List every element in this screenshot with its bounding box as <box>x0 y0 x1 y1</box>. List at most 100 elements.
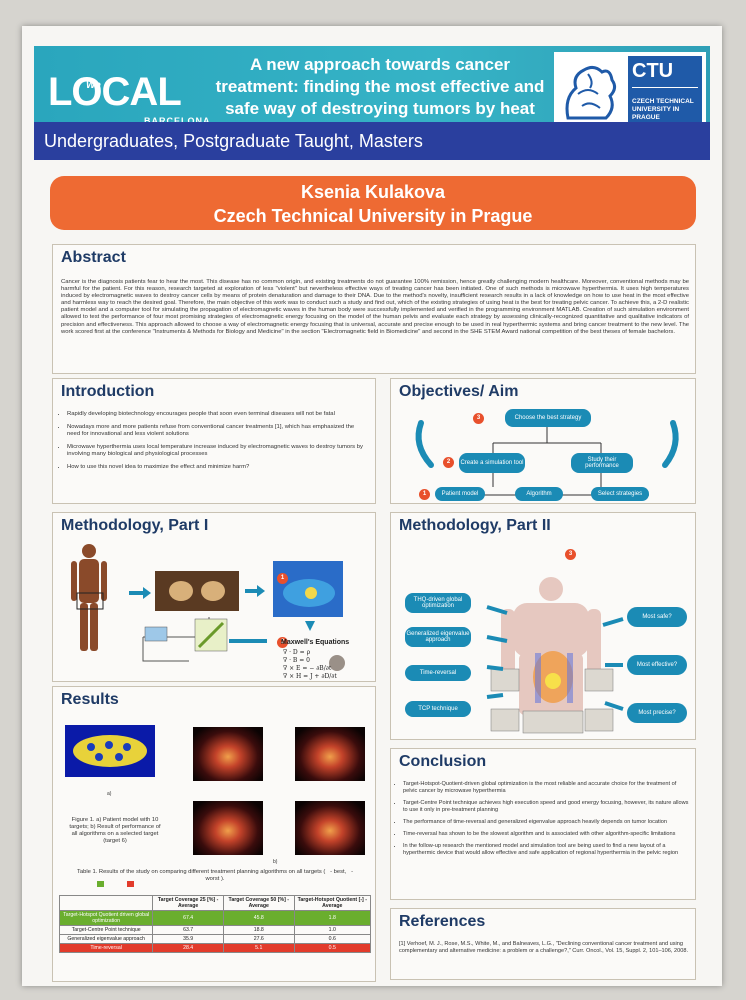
table-cell: 0.6 <box>293 934 372 944</box>
maxwell-equations-title: Maxwell's Equations <box>281 639 350 646</box>
methodology-part2-heading: Methodology, Part II <box>399 517 551 534</box>
conclusion-panel: Conclusion Target-Hotspot-Quotient-drive… <box>390 748 696 900</box>
list-item: Nowadays more and more patients refuse f… <box>67 424 367 439</box>
list-item: Target-Hotspot-Quotient-driven global op… <box>403 781 689 795</box>
patient-model-image <box>65 725 155 777</box>
table-row: Generalized eigenvalue approach 35.9 27.… <box>58 934 372 944</box>
list-item: Rapidly developing biotechnology encoura… <box>67 411 367 419</box>
list-item: Microwave hyperthermia uses local temper… <box>67 444 367 459</box>
table-cell: 63.7 <box>152 925 224 935</box>
step-number-badge: 2 <box>443 457 454 468</box>
equation: ∇ × E = − ∂B/∂t <box>283 665 332 672</box>
list-item: Target-Centre Point technique achieves h… <box>403 800 689 814</box>
list-item: In the follow-up research the mentioned … <box>403 843 689 857</box>
strategy-thq-optimization: THQ-driven global optimization <box>405 593 471 613</box>
strategy-tcp-technique: TCP technique <box>405 701 471 717</box>
table-cell: 28.4 <box>152 943 224 953</box>
table-header: Target Coverage 25 [%] - Average <box>152 895 224 911</box>
step-number-badge: 3 <box>473 413 484 424</box>
strategy-generalized-eigenvalue: Generalized eigenvalue approach <box>405 627 471 647</box>
heatmap-time-reversal <box>295 801 365 855</box>
figure-caption: Figure 1. a) Patient model with 10 targe… <box>69 817 161 844</box>
table-cell: 35.9 <box>152 934 224 944</box>
conclusion-list: Target-Hotspot-Quotient-driven global op… <box>403 781 689 862</box>
node-study-performance: Study their performance <box>571 453 633 473</box>
node-select-strategies: Select strategies <box>591 487 649 501</box>
author-banner: Ksenia Kulakova Czech Technical Universi… <box>50 176 696 230</box>
methodology-part1-figure <box>71 544 345 671</box>
equation: ∇ · B = 0 <box>283 657 310 664</box>
node-algorithm: Algorithm <box>515 487 563 501</box>
poster-title: A new approach towards cancer treatment:… <box>215 55 545 118</box>
introduction-list: Rapidly developing biotechnology encoura… <box>67 411 367 476</box>
table-cell: Target-Centre Point technique <box>58 925 154 935</box>
ctu-lion-icon <box>558 58 624 130</box>
figure-a-label: a) <box>107 791 112 797</box>
table-row: Time-reversal 28.4 5.1 0.5 <box>58 943 372 953</box>
table-header: Target-Hotspot Quotient [-] - Average <box>293 895 372 911</box>
table-cell: Target-Hotspot Quotient driven global op… <box>58 910 154 926</box>
logo-text: LOCAL <box>48 70 182 114</box>
body-diagram <box>486 577 624 734</box>
table-cell: 5.1 <box>222 943 295 953</box>
figure-b-label: b) <box>273 859 278 865</box>
references-heading: References <box>399 913 486 930</box>
node-choose-strategy: Choose the best strategy <box>505 409 591 427</box>
strategy-time-reversal: Time-reversal <box>405 665 471 681</box>
author-institution: Czech Technical University in Prague <box>213 206 533 226</box>
table-cell: 45.8 <box>222 910 295 926</box>
node-patient-model: Patient model <box>435 487 485 501</box>
table-row: Target-Centre Point technique 63.7 18.8 … <box>58 925 372 935</box>
methodology-part1-panel: Methodology, Part I <box>52 512 376 682</box>
results-table: Target Coverage 25 [%] - Average Target … <box>58 895 372 953</box>
table-row: Target-Hotspot Quotient driven global op… <box>58 910 372 926</box>
logo-subtitle: BARCELONA <box>144 116 211 126</box>
audience-band: Undergraduates, Postgraduate Taught, Mas… <box>34 122 710 160</box>
table-cell: 18.8 <box>222 925 295 935</box>
abstract-heading: Abstract <box>61 249 126 266</box>
table-caption: Table 1. Results of the study on compari… <box>76 869 354 882</box>
table-cell: 1.8 <box>293 910 372 926</box>
table-cell: 67.4 <box>152 910 224 926</box>
introduction-panel: Introduction Rapidly developing biotechn… <box>52 378 376 504</box>
question-most-safe: Most safe? <box>627 607 687 627</box>
conclusion-heading: Conclusion <box>399 753 487 770</box>
heatmap-thq <box>193 727 263 781</box>
heatmap-tcp <box>295 727 365 781</box>
step-number-badge: 3 <box>565 549 576 560</box>
objectives-panel: Objectives/ Aim Choose the best strategy… <box>390 378 696 504</box>
question-most-effective: Most effective? <box>627 655 687 675</box>
list-item: The performance of time-reversal and gen… <box>403 819 689 826</box>
objectives-heading: Objectives/ Aim <box>399 383 519 400</box>
methodology-part1-heading: Methodology, Part I <box>61 517 209 534</box>
table-cell: Generalized eigenvalue approach <box>58 934 154 944</box>
logo-inner-text: We <box>86 80 101 91</box>
introduction-heading: Introduction <box>61 383 155 400</box>
methodology-part2-panel: Methodology, Part II 3 THQ-driven g <box>390 512 696 740</box>
list-item: Time-reversal has shown to be the slowes… <box>403 831 689 838</box>
ctu-name-box: CTU CZECH TECHNICAL UNIVERSITY IN PRAGUE <box>628 56 702 132</box>
equation: ∇ · D = ρ <box>283 649 311 656</box>
table-cell: 0.5 <box>293 943 372 953</box>
table-header <box>58 895 154 911</box>
reference-item: [1] Verhoef, M. J., Rose, M.S., White, M… <box>399 941 688 954</box>
node-create-simulation-tool: Create a simulation tool <box>459 453 525 473</box>
heatmap-eigenvalue <box>193 801 263 855</box>
results-heading: Results <box>61 691 119 708</box>
ctu-name: CZECH TECHNICAL UNIVERSITY IN PRAGUE <box>632 98 694 121</box>
references-panel: References [1] Verhoef, M. J., Rose, M.S… <box>390 908 696 980</box>
table-cell: 27.6 <box>222 934 295 944</box>
table-cell: Time-reversal <box>58 943 154 953</box>
equation: ∇ × H = J + ∂D/∂t <box>283 673 337 680</box>
swelocal-logo: LOCAL We BARCELONA <box>48 66 210 136</box>
table-header: Target Coverage 50 [%] - Average <box>222 895 295 911</box>
abstract-panel: Abstract Cancer is the diagnosis patient… <box>52 244 696 374</box>
maxwell-equations: ∇ · D = ρ ∇ · B = 0 ∇ × E = − ∂B/∂t ∇ × … <box>283 649 337 681</box>
abstract-text: Cancer is the diagnosis patients fear to… <box>61 279 689 335</box>
worst-swatch <box>127 881 134 887</box>
ctu-abbr: CTU <box>632 60 698 88</box>
author-name: Ksenia Kulakova <box>300 182 446 202</box>
table-cell: 1.0 <box>293 925 372 935</box>
step-number-badge: 1 <box>419 489 430 500</box>
step-number-badge: 1 <box>277 573 288 584</box>
